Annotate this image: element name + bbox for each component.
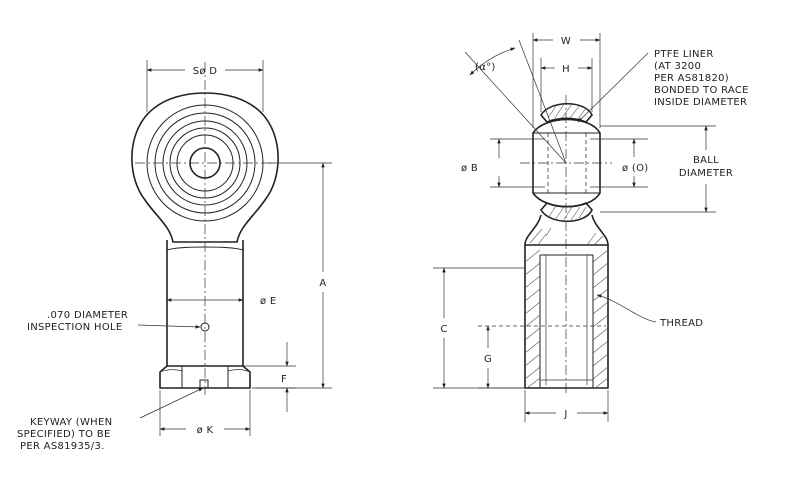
thread-leader [596,294,657,323]
ptfe-label-line3: PER AS81820) [654,73,729,84]
race-hatching [547,103,587,222]
inspection-hole-label-line1: .070 DIAMETER [47,310,128,321]
race-top [540,103,593,123]
g-label: G [484,354,492,365]
section-view: W H (α°) ø B ø (O) BALL DIAMETER PTFE LI… [433,33,749,422]
ptfe-label-line1: PTFE LINER [654,49,714,60]
sd-label: Sø D [193,66,218,77]
keyway-slot [199,379,209,389]
angle-label: (α°) [475,62,496,73]
front-view: Sø D A ø E F ø K .070 DIAMETER INSPECTIO… [17,60,332,452]
hex-chamfer-2 [227,369,251,373]
neck-hatching [529,227,604,246]
keyway-label-line1: KEYWAY (WHEN [30,417,112,428]
shank-body [524,245,609,389]
w-label: W [561,36,571,47]
k-label: ø K [197,425,214,436]
thread-label: THREAD [659,318,703,329]
e-label: ø E [260,296,277,307]
keyway-label-line2: SPECIFIED) TO BE [17,429,111,440]
a-label: A [319,278,326,289]
ptfe-label-line5: INSIDE DIAMETER [654,97,747,108]
o-label: ø (O) [622,163,648,174]
ptfe-label-line2: (AT 3200 [654,61,701,72]
ball-diameter-label-line1: BALL [693,155,719,166]
ptfe-leader [577,52,649,123]
wall-hatching [524,249,609,389]
f-label: F [281,374,287,385]
hex-chamfer-1 [159,369,183,373]
inspection-hole-label-line2: INSPECTION HOLE [27,322,122,333]
c-label: C [440,324,447,335]
ptfe-label-line4: BONDED TO RACE [654,85,749,96]
ball-diameter-label-line2: DIAMETER [679,168,733,179]
h-label: H [562,64,570,75]
angle-arc [469,47,516,76]
b-label: ø B [461,163,478,174]
keyway-label-line3: PER AS81935/3. [20,441,105,452]
keyway-leader [139,387,204,419]
j-label: J [563,409,567,420]
inspection-hole-leader [137,324,201,329]
angle-line-2 [518,39,567,164]
neck-profile [524,214,609,246]
